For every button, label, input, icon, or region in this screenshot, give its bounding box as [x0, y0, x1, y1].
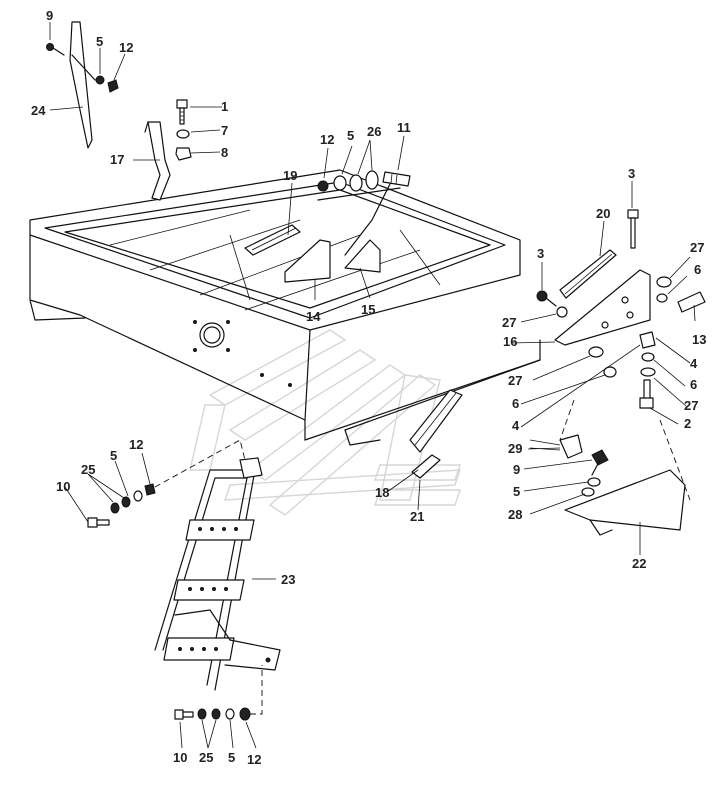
label-12: 12 — [129, 437, 143, 452]
label-20: 20 — [596, 206, 610, 221]
bolt-9-top — [46, 43, 65, 56]
washer-5-bottom — [225, 708, 235, 720]
label-10: 10 — [173, 750, 187, 765]
label-16: 16 — [503, 334, 517, 349]
label-11: 11 — [397, 120, 411, 135]
label-5: 5 — [513, 484, 520, 499]
slide-20 — [559, 249, 617, 299]
clip-13 — [677, 291, 706, 313]
label-25: 25 — [81, 462, 95, 477]
label-24: 24 — [31, 103, 46, 118]
washer-6-right — [656, 293, 668, 303]
washer-5-top — [95, 75, 105, 85]
clamp-18 — [409, 389, 463, 453]
washer-26b — [365, 170, 379, 190]
label-9: 9 — [513, 462, 520, 477]
label-14: 14 — [306, 309, 321, 324]
bracket-16 — [554, 269, 651, 346]
label-19: 19 — [283, 168, 297, 183]
bolt-9-low — [591, 449, 609, 476]
washer-5-ladder-top — [133, 490, 143, 502]
label-23: 23 — [281, 572, 295, 587]
label-9: 9 — [46, 8, 53, 23]
bracket-22 — [564, 469, 686, 536]
bolt-3-left — [536, 290, 557, 307]
nut-12-bottom — [239, 707, 251, 721]
washer-25-top-a — [110, 502, 120, 514]
label-13: 13 — [692, 332, 706, 347]
label-6: 6 — [694, 262, 701, 277]
label-25: 25 — [199, 750, 213, 765]
bracket-17 — [144, 121, 171, 201]
label-2: 2 — [684, 416, 691, 431]
bracket-21 — [411, 454, 441, 479]
deflector-rod — [69, 21, 96, 149]
bolt-10-bottom — [174, 709, 194, 720]
hopper-body — [29, 169, 541, 446]
washer-6-mid — [603, 366, 617, 378]
bolt-2 — [639, 379, 654, 409]
label-12: 12 — [119, 40, 133, 55]
rod-11 — [344, 171, 411, 256]
label-15: 15 — [361, 302, 375, 317]
washer-27-right — [656, 276, 672, 288]
label-6: 6 — [512, 396, 519, 411]
washer-6-low — [641, 352, 655, 362]
slide-19 — [244, 224, 301, 256]
callout-labels: 9 5 12 24 1 7 8 17 12 5 26 11 19 14 15 2… — [31, 8, 706, 767]
lock-washer-7 — [176, 129, 190, 139]
label-27: 27 — [508, 373, 522, 388]
label-27: 27 — [684, 398, 698, 413]
label-4: 4 — [690, 356, 698, 371]
washer-5-low — [587, 477, 601, 487]
washer-27-low — [640, 367, 656, 377]
label-27: 27 — [690, 240, 704, 255]
bracket-15 — [344, 239, 381, 273]
label-4: 4 — [512, 418, 520, 433]
label-28: 28 — [508, 507, 522, 522]
label-27: 27 — [502, 315, 516, 330]
washer-27-left — [556, 306, 568, 318]
label-5: 5 — [347, 128, 354, 143]
drive-hole — [199, 322, 225, 348]
washer-27-mid — [588, 346, 604, 358]
washer-25-top-b — [121, 496, 131, 508]
label-5: 5 — [228, 750, 235, 765]
label-29: 29 — [508, 441, 522, 456]
label-10: 10 — [56, 479, 70, 494]
label-5: 5 — [96, 34, 103, 49]
label-18: 18 — [375, 485, 389, 500]
nut-8 — [175, 147, 192, 161]
label-5: 5 — [110, 448, 117, 463]
label-12: 12 — [320, 132, 334, 147]
label-12: 12 — [247, 752, 261, 767]
leader-lines — [49, 22, 696, 749]
label-8: 8 — [221, 145, 228, 160]
label-3: 3 — [628, 166, 635, 181]
washer-25-bottom-b — [211, 708, 221, 720]
label-17: 17 — [110, 152, 124, 167]
washer-5-mid — [333, 175, 347, 191]
bracket-29 — [529, 434, 583, 459]
label-3: 3 — [537, 246, 544, 261]
label-22: 22 — [632, 556, 646, 571]
nut-12-ladder-top — [144, 483, 156, 496]
label-7: 7 — [221, 123, 228, 138]
nut-12-top — [107, 79, 119, 93]
label-1: 1 — [221, 99, 228, 114]
ladder-23 — [154, 457, 281, 691]
label-26: 26 — [367, 124, 381, 139]
bolt-3-top — [627, 209, 639, 249]
nut-12-mid — [317, 180, 329, 192]
washer-25-bottom-a — [197, 708, 207, 720]
bolt-1 — [176, 99, 188, 125]
nut-4 — [639, 331, 656, 349]
washer-26a — [349, 174, 363, 192]
label-21: 21 — [410, 509, 424, 524]
bracket-14 — [284, 239, 331, 283]
bolt-10-top — [87, 517, 110, 528]
label-6: 6 — [690, 377, 697, 392]
